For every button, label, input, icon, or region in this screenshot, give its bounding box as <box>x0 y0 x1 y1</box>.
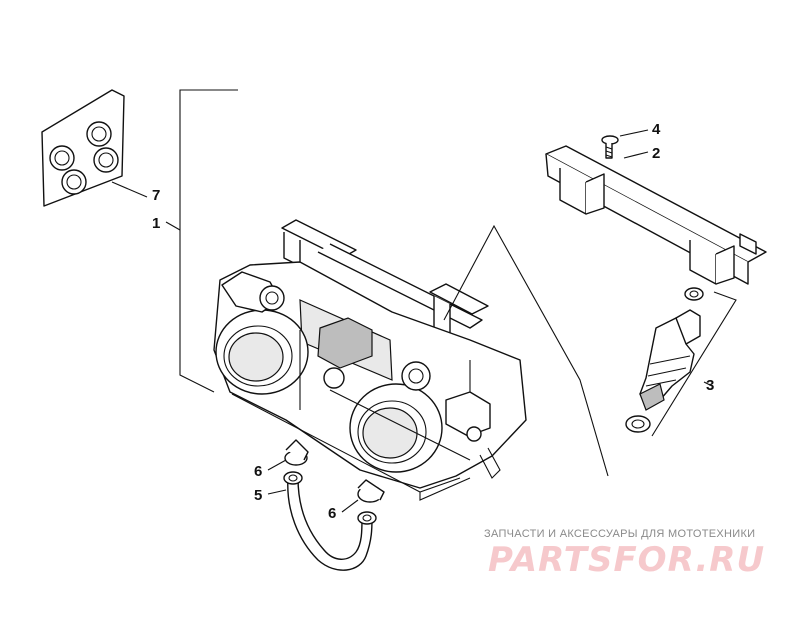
fuel-rail-part-2 <box>545 145 767 285</box>
callout-1: 1 <box>152 215 160 232</box>
leader-6a <box>267 459 287 471</box>
injector-part-3 <box>625 287 704 433</box>
leader-1 <box>165 221 181 231</box>
leader-7 <box>111 181 148 198</box>
leader-2 <box>623 151 649 159</box>
callout-2: 2 <box>652 145 660 162</box>
hose-clamp-lower-part-6 <box>357 479 385 503</box>
leader-6b <box>341 499 359 513</box>
leader-5 <box>267 489 287 495</box>
callout-6-lower: 6 <box>328 505 336 522</box>
callout-3: 3 <box>706 377 714 394</box>
hose-clamp-upper-part-6 <box>284 439 309 466</box>
hose-part-5 <box>283 471 377 571</box>
leader-injector-body <box>443 224 609 477</box>
bracket-part-1 <box>179 89 238 393</box>
leader-4 <box>619 129 649 137</box>
throttle-body-part-1 <box>213 219 527 501</box>
callout-5: 5 <box>254 487 262 504</box>
screw-part-4 <box>601 135 619 159</box>
callout-4: 4 <box>652 121 661 138</box>
watermark-logo: PARTSFOR.RU <box>488 540 766 580</box>
seal-plate-part-7 <box>41 89 125 207</box>
watermark-tagline: ЗАПЧАСТИ И АКСЕССУАРЫ ДЛЯ МОТОТЕХНИКИ <box>484 528 756 540</box>
callout-6-upper: 6 <box>254 463 262 480</box>
callout-7: 7 <box>152 187 160 204</box>
leader-3 <box>703 381 713 387</box>
bracket-part-3 <box>651 291 737 437</box>
